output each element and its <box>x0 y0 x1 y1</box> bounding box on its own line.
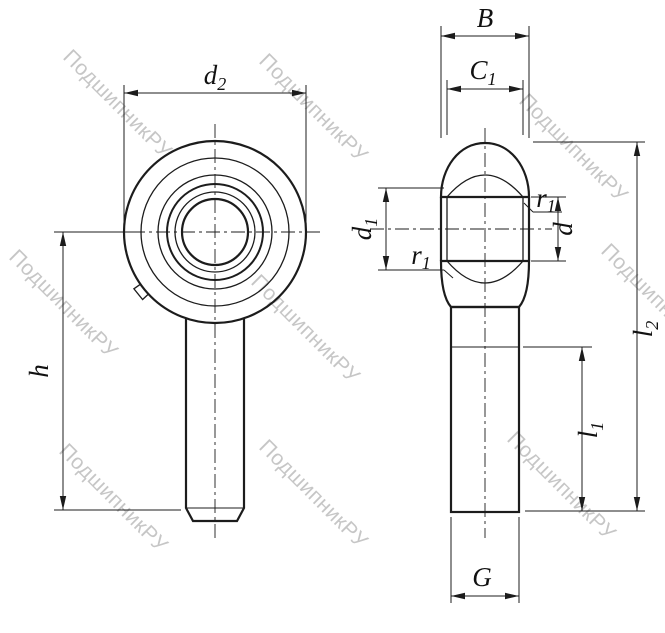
dim-B: B <box>440 3 530 138</box>
dim-l2: l2 <box>525 141 662 512</box>
head-ring-circle <box>140 157 290 307</box>
leader-line <box>443 269 454 279</box>
front-view: d2 h <box>24 60 324 540</box>
dim-label-G: G <box>472 562 492 592</box>
dim-d: d <box>531 196 578 262</box>
dim-label-l1: l1 <box>573 422 607 439</box>
dim-label-B: B <box>477 3 494 33</box>
dim-label-r1-bottom: r1 <box>411 240 431 273</box>
dim-label-d2: d2 <box>204 60 227 94</box>
dim-G: G <box>450 517 520 603</box>
bore-chamfer-circle <box>174 191 256 273</box>
side-view: B C1 d1 d r1 <box>347 3 662 603</box>
callout-r1-bottom: r1 <box>411 240 454 279</box>
dim-l1: l1 <box>523 346 607 511</box>
bore-circle <box>180 197 250 267</box>
dim-h: h <box>24 231 181 511</box>
leader-line <box>523 202 534 213</box>
ring-top-section <box>439 141 531 199</box>
dim-label-C1: C1 <box>469 55 496 89</box>
ball-top-arc <box>446 174 524 198</box>
dim-C1: C1 <box>446 55 524 135</box>
callout-r1-top: r1 <box>523 183 562 216</box>
ball-chamfer-circle <box>166 183 264 281</box>
dim-label-l2: l2 <box>628 321 662 338</box>
dim-label-d1: d1 <box>347 218 381 241</box>
shank-outline <box>184 319 246 523</box>
dim-label-d: d <box>548 222 578 236</box>
dim-d1: d1 <box>347 187 444 271</box>
ball-outer-circle <box>157 174 273 290</box>
dim-label-r1-top: r1 <box>536 183 556 216</box>
dim-label-h: h <box>24 364 54 378</box>
lube-notch <box>132 283 149 301</box>
dim-d2: d2 <box>123 60 307 222</box>
